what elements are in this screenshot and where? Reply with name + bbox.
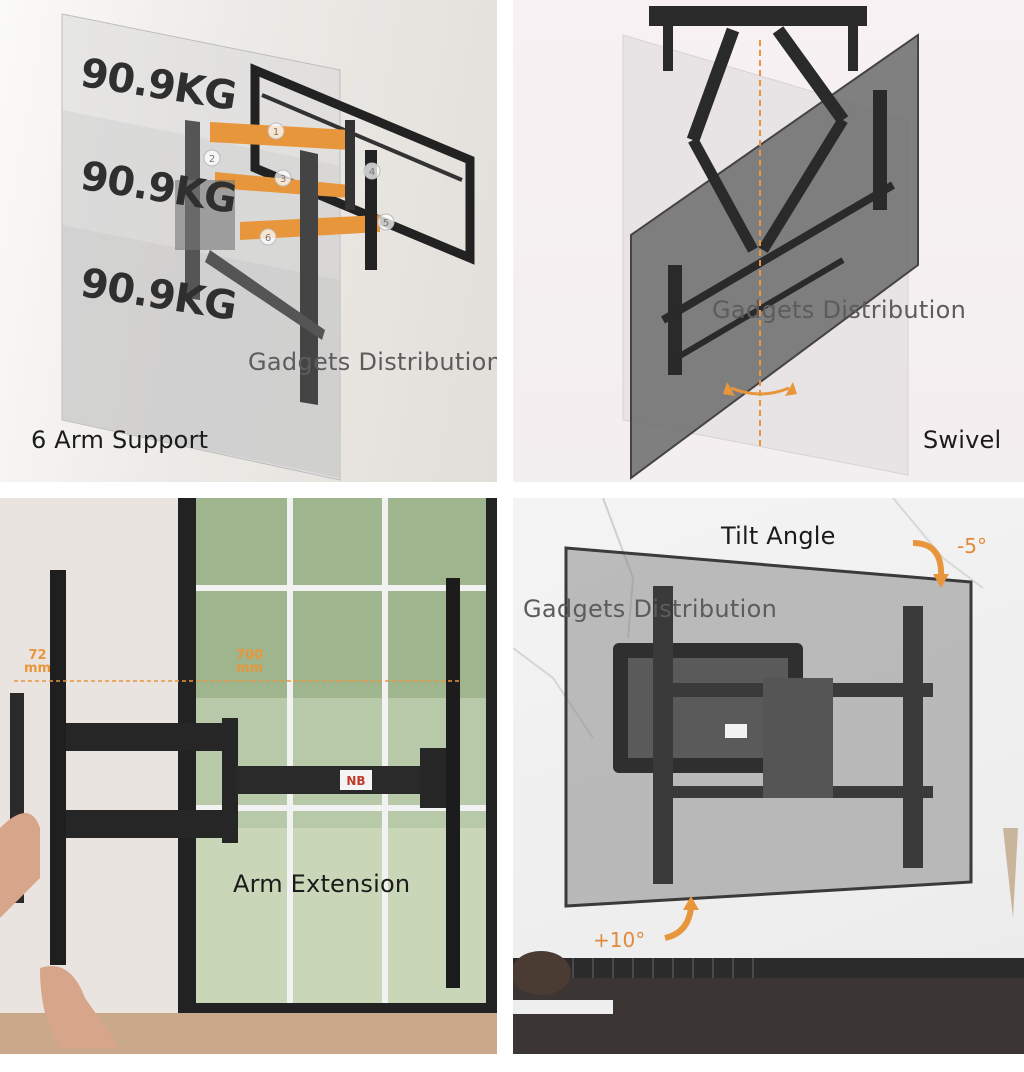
depth-dimension: 72 mm <box>24 649 51 675</box>
extension-value: 700 <box>236 648 264 663</box>
depth-unit: mm <box>24 661 52 676</box>
extension-dimension: 700 mm <box>236 649 263 675</box>
arm-number-5: 5 <box>383 218 389 229</box>
arm-number-6: 6 <box>265 233 271 244</box>
arm-number-2: 2 <box>209 154 215 165</box>
panel-swivel: Gadgets Distribution Swivel <box>513 0 1024 482</box>
watermark: Gadgets Distribution <box>248 348 497 376</box>
swivel-illustration <box>622 6 919 480</box>
watermark: Gadgets Distribution <box>712 296 967 324</box>
caption-arm-extension: Arm Extension <box>233 870 411 898</box>
panel-arm-support: 1 2 3 4 5 6 90.9KG 90.9KG 90.9KG Gadgets… <box>0 0 497 482</box>
arm-extension-illustration: NB <box>0 498 497 1054</box>
caption-swivel: Swivel <box>923 426 1002 454</box>
brand-badge: NB <box>346 774 365 788</box>
watermark: Gadgets Distribution <box>523 595 778 623</box>
panel-arm-extension: NB 72 mm 700 mm Arm Extension <box>0 498 497 1054</box>
tilt-down-value: -5° <box>957 534 987 558</box>
tilt-up-value: +10° <box>593 928 646 952</box>
arm-number-1: 1 <box>273 127 279 138</box>
caption-arm-support: 6 Arm Support <box>31 426 209 454</box>
arm-support-illustration: 1 2 3 4 5 6 <box>61 13 475 481</box>
tilt-illustration <box>513 498 1024 1054</box>
panel-tilt-angle: Tilt Angle -5° Gadgets Distribution +10° <box>513 498 1024 1054</box>
arm-number-4: 4 <box>369 167 375 178</box>
tilt-angle-title: Tilt Angle <box>721 522 836 550</box>
extension-unit: mm <box>236 661 264 676</box>
arm-number-3: 3 <box>280 174 286 185</box>
depth-value: 72 <box>28 648 47 663</box>
